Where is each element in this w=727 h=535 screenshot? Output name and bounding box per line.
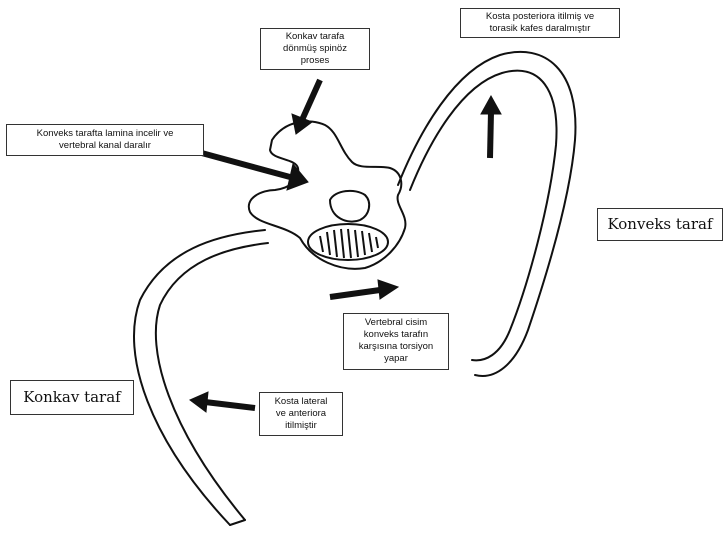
concave-rib bbox=[134, 230, 265, 525]
label-vertebral-body: Vertebral cisim konveks tarafın karşısın… bbox=[343, 313, 449, 370]
arrow-body bbox=[330, 290, 380, 297]
label-concave-side: Konkav taraf bbox=[10, 380, 134, 415]
label-convex-side: Konveks taraf bbox=[597, 208, 723, 241]
concave-rib-inner bbox=[156, 243, 268, 520]
arrow-rib-lateral bbox=[205, 402, 255, 408]
arrow-spinous bbox=[302, 80, 320, 120]
vertebra-posterior-outline bbox=[249, 121, 406, 268]
spinal-canal bbox=[330, 191, 369, 222]
label-lamina: Konveks tarafta lamina incelir ve verteb… bbox=[6, 124, 204, 156]
vertebral-body-hatching bbox=[320, 229, 378, 258]
label-spinous-process: Konkav tarafa dönmüş spinöz proses bbox=[260, 28, 370, 70]
label-rib-lateral: Kosta lateral ve anteriora itilmiştir bbox=[259, 392, 343, 436]
arrow-rib-up bbox=[490, 112, 491, 158]
label-rib-posterior: Kosta posteriora itilmiş ve torasik kafe… bbox=[460, 8, 620, 38]
